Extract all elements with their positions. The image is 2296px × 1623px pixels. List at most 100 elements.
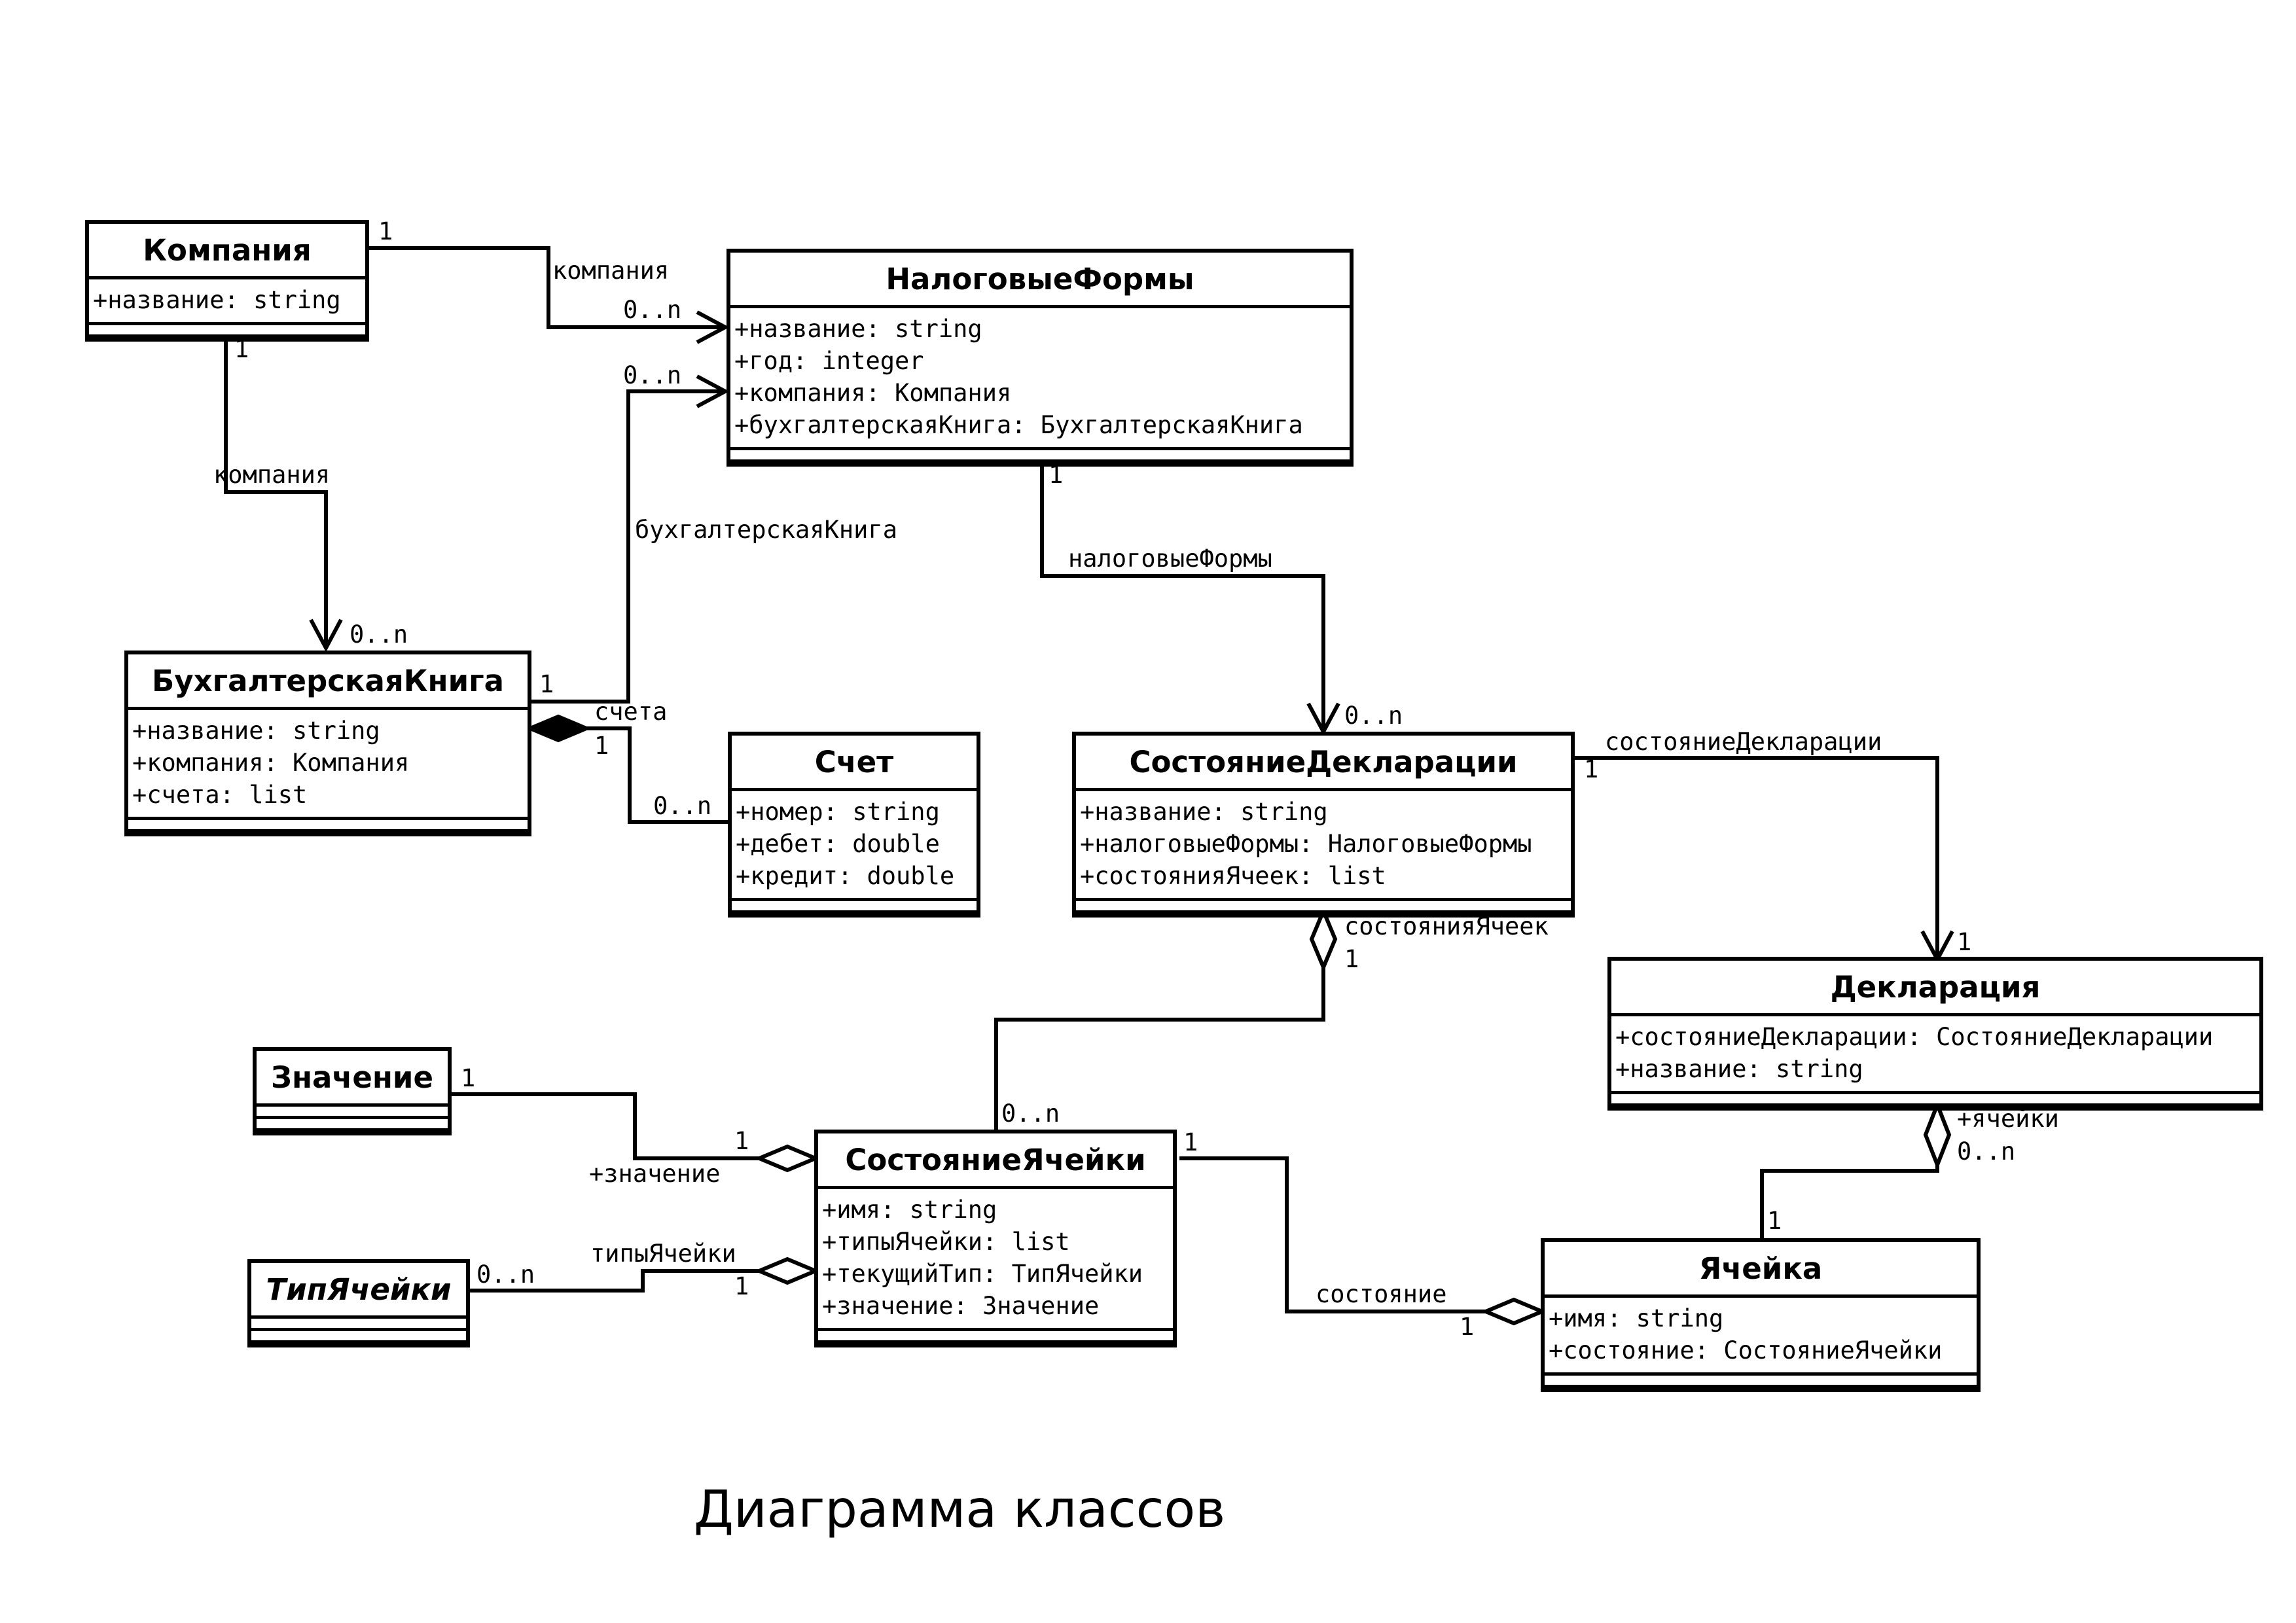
multiplicity-label: 0..n: [1344, 702, 1403, 730]
attributes: +номер: string +дебет: double +кредит: d…: [732, 791, 977, 901]
role-label: +ячейки: [1957, 1105, 2059, 1133]
association-line-sostoyanie-yacheiki-yacheika: [1179, 1156, 1486, 1313]
attributes: +название: string +год: integer +компани…: [730, 308, 1350, 450]
attribute: +номер: string: [736, 798, 940, 826]
role-label: состояние: [1316, 1280, 1447, 1308]
class-yacheika: Ячейка +имя: string +состояние: Состояни…: [1541, 1238, 1981, 1392]
attribute: +имя: string: [822, 1196, 997, 1224]
operations: [251, 1331, 466, 1344]
attribute: +состоянияЯчеек: list: [1080, 862, 1386, 890]
class-nalogovye-formy: НалоговыеФормы +название: string +год: i…: [726, 249, 1354, 467]
attributes: +название: string: [89, 279, 365, 325]
attribute: +компания: Компания: [734, 379, 1012, 407]
association-line-tip-yacheiki-sostoyanie-yacheiki: [470, 1269, 759, 1293]
attributes: [251, 1319, 466, 1331]
attribute: +название: string: [1615, 1055, 1863, 1083]
role-label: состояниеДекларации: [1605, 728, 1882, 756]
attributes: +название: string +налоговыеФормы: Налог…: [1076, 791, 1571, 901]
diagram-title: Диаграмма классов: [694, 1480, 1226, 1539]
operations: [1611, 1094, 2259, 1107]
attribute: +текущийТип: ТипЯчейки: [822, 1260, 1143, 1288]
class-name: Ячейка: [1545, 1242, 1977, 1298]
multiplicity-label: 0..n: [653, 792, 712, 820]
class-schet: Счет +номер: string +дебет: double +кред…: [728, 732, 980, 918]
class-tip-yacheiki: ТипЯчейки: [247, 1259, 470, 1347]
multiplicity-label: 1: [1957, 928, 1972, 956]
class-name: ТипЯчейки: [251, 1263, 466, 1319]
multiplicity-label: 1: [461, 1064, 476, 1092]
attribute: +состояние: СостояниеЯчейки: [1549, 1336, 1943, 1364]
multiplicity-label: 0..n: [476, 1260, 535, 1289]
association-line-znachenie-sostoyanie-yacheiki: [452, 1092, 759, 1160]
class-name: НалоговыеФормы: [730, 253, 1350, 308]
attributes: [257, 1107, 448, 1119]
multiplicity-label: 0..n: [350, 620, 408, 649]
operations: [128, 820, 528, 832]
multiplicity-label: 1: [1049, 461, 1064, 489]
multiplicity-label: 1: [1767, 1207, 1782, 1235]
attributes: +имя: string +состояние: СостояниеЯчейки: [1545, 1298, 1977, 1376]
attribute: +дебет: double: [736, 830, 940, 858]
operations: [730, 450, 1350, 463]
role-label: счета: [594, 698, 668, 726]
class-sostoyanie-yacheiki: СостояниеЯчейки +имя: string +типыЯчейки…: [814, 1130, 1177, 1347]
attribute: +имя: string: [1549, 1304, 1724, 1332]
multiplicity-label: 1: [378, 217, 393, 245]
multiplicity-label: 1: [1344, 945, 1359, 973]
attribute: +значение: Значение: [822, 1292, 1100, 1320]
operations: [257, 1119, 448, 1132]
multiplicity-label: 1: [539, 670, 554, 698]
class-buh-kniga: БухгалтерскаяКнига +название: string +ко…: [124, 651, 531, 836]
class-name: БухгалтерскаяКнига: [128, 654, 528, 710]
multiplicity-label: 1: [1460, 1313, 1475, 1341]
class-kompaniya: Компания +название: string: [85, 220, 369, 342]
association-line-kompaniya-nalogovye-formy: [368, 246, 725, 329]
operations: [89, 325, 365, 338]
attribute: +название: string: [93, 286, 341, 314]
attribute: +счета: list: [132, 781, 308, 809]
multiplicity-label: 1: [594, 732, 609, 760]
attribute: +состояниеДекларации: СостояниеДеклараци…: [1615, 1023, 2214, 1051]
association-line-sostoyanie-deklaracii-deklaraciya: [1573, 756, 1939, 959]
aggregation-diamond-deklaraciya: [1923, 1099, 1952, 1171]
class-znachenie: Значение: [253, 1047, 452, 1135]
role-label: компания: [213, 461, 331, 489]
role-label: +значение: [589, 1160, 721, 1188]
composition-diamond: [525, 714, 592, 743]
attribute: +название: string: [132, 717, 380, 745]
aggregation-diamond-znachenie: [754, 1144, 821, 1173]
role-label: бухгалтерскаяКнига: [635, 516, 897, 544]
aggregation-diamond-tip-yacheiki: [754, 1257, 821, 1285]
attributes: +имя: string +типыЯчейки: list +текущийТ…: [818, 1189, 1173, 1331]
role-label: состоянияЯчеек: [1344, 912, 1549, 940]
class-name: Значение: [257, 1051, 448, 1107]
role-label: компания: [552, 257, 670, 285]
multiplicity-label: 0..n: [623, 296, 682, 324]
class-name: Декларация: [1611, 961, 2259, 1016]
role-label: налоговыеФормы: [1068, 544, 1272, 573]
attribute: +бухгалтерскаяКнига: БухгалтерскаяКнига: [734, 411, 1303, 439]
aggregation-diamond-sostoyanie-deklaracii: [1309, 906, 1338, 972]
operations: [1076, 901, 1571, 914]
class-sostoyanie-deklaracii: СостояниеДекларации +название: string +н…: [1072, 732, 1575, 918]
attribute: +название: string: [1080, 798, 1328, 826]
multiplicity-label: 1: [734, 1272, 749, 1300]
attributes: +состояниеДекларации: СостояниеДеклараци…: [1611, 1016, 2259, 1094]
operations: [732, 901, 977, 914]
class-name: СостояниеЯчейки: [818, 1133, 1173, 1189]
multiplicity-label: 1: [234, 335, 249, 363]
multiplicity-label: 1: [1584, 755, 1599, 783]
multiplicity-label: 0..n: [1957, 1137, 2016, 1166]
attribute: +типыЯчейки: list: [822, 1228, 1070, 1256]
attributes: +название: string +компания: Компания +с…: [128, 710, 528, 820]
attribute: +компания: Компания: [132, 749, 410, 777]
operations: [1545, 1376, 1977, 1388]
association-line-deklaraciya-yacheika: [1760, 1165, 1939, 1239]
arrowhead-buh-kniga: [309, 618, 343, 652]
multiplicity-label: 0..n: [1001, 1099, 1060, 1128]
class-name: СостояниеДекларации: [1076, 736, 1571, 791]
attribute: +кредит: double: [736, 862, 955, 890]
role-label: типыЯчейки: [590, 1240, 736, 1268]
association-line-kompaniya-buh-kniga: [224, 335, 328, 648]
class-name: Компания: [89, 224, 365, 279]
